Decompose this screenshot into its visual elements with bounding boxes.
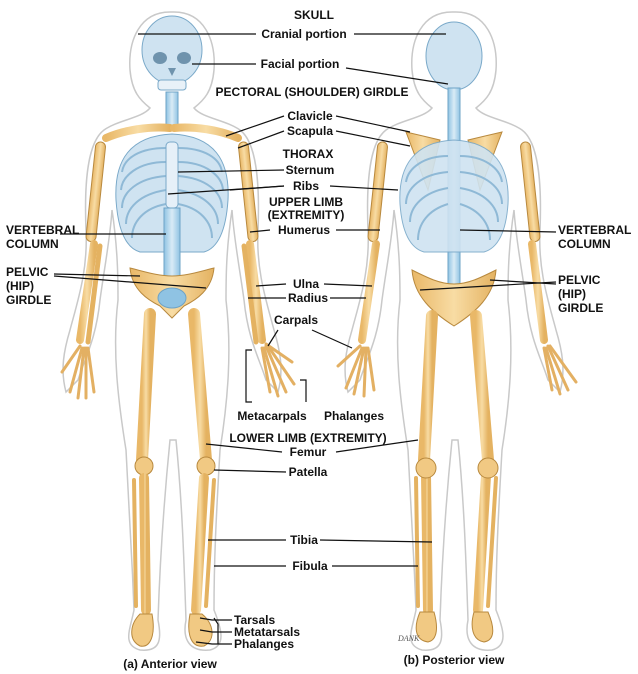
label-cranial-portion: Cranial portion (261, 28, 346, 41)
label-pectoral-girdle: PECTORAL (SHOULDER) GIRDLE (216, 86, 409, 99)
caption-anterior-view: (a) Anterior view (123, 658, 217, 671)
label-femur: Femur (290, 446, 327, 459)
label-phalanges-hand: Phalanges (324, 410, 384, 423)
label-fibula: Fibula (292, 560, 327, 573)
label-patella: Patella (289, 466, 328, 479)
label-phalanges-foot: Phalanges (234, 638, 294, 651)
label-pelvic-girdle-right-3: GIRDLE (558, 302, 603, 315)
label-sternum: Sternum (286, 164, 335, 177)
label-vertebral-column-left-2: COLUMN (6, 238, 59, 251)
anterior-figure (62, 12, 294, 650)
label-ulna: Ulna (293, 278, 319, 291)
label-pelvic-girdle-right-2: (HIP) (558, 288, 586, 301)
label-carpals: Carpals (274, 314, 318, 327)
label-ribs: Ribs (293, 180, 319, 193)
label-tibia: Tibia (290, 534, 318, 547)
label-lower-limb: LOWER LIMB (EXTREMITY) (229, 432, 386, 445)
label-metacarpals: Metacarpals (237, 410, 306, 423)
label-thorax: THORAX (283, 148, 334, 161)
label-vertebral-column-left: VERTEBRAL (6, 224, 79, 237)
label-pelvic-girdle-right: PELVIC (558, 274, 600, 287)
label-scapula: Scapula (287, 125, 333, 138)
label-upper-limb-extremity: (EXTREMITY) (268, 209, 345, 222)
label-vertebral-column-right: VERTEBRAL (558, 224, 631, 237)
label-pelvic-girdle-left-2: (HIP) (6, 280, 34, 293)
label-pelvic-girdle-left-3: GIRDLE (6, 294, 51, 307)
posterior-figure (338, 12, 576, 650)
artist-signature: DANK (398, 634, 419, 643)
label-vertebral-column-right-2: COLUMN (558, 238, 611, 251)
label-radius: Radius (288, 292, 328, 305)
label-humerus: Humerus (278, 224, 330, 237)
label-facial-portion: Facial portion (261, 58, 340, 71)
label-clavicle: Clavicle (287, 110, 332, 123)
label-pelvic-girdle-left: PELVIC (6, 266, 48, 279)
label-skull: SKULL (294, 9, 334, 22)
caption-posterior-view: (b) Posterior view (404, 654, 505, 667)
